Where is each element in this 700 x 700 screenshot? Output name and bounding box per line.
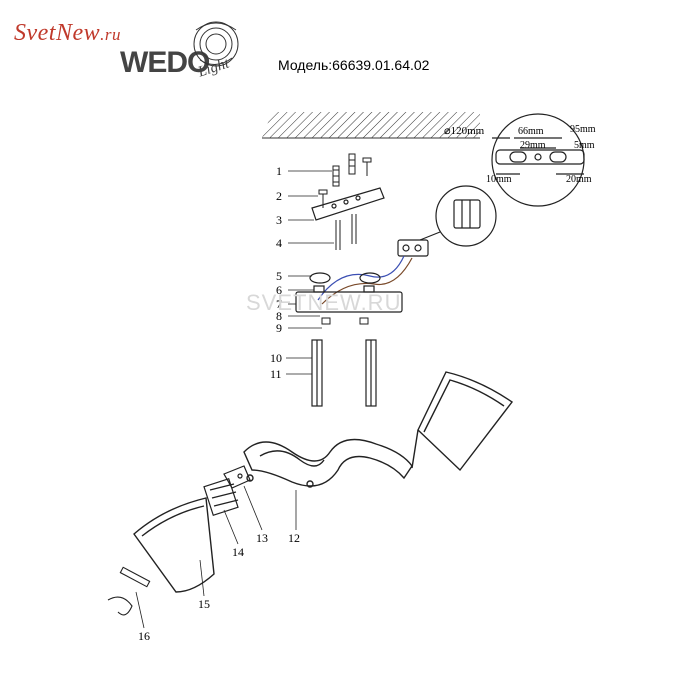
part-12-arm <box>243 438 413 488</box>
wire-blue <box>317 255 405 301</box>
watermark: SVETNEW.RU <box>246 290 402 315</box>
brand-script-suffix: .ru <box>100 25 122 44</box>
part-label-4: 4 <box>276 236 282 250</box>
part-label-10: 10 <box>270 351 282 365</box>
detail-callout <box>491 113 585 207</box>
ceiling-hatch <box>262 112 480 139</box>
part-label-5: 5 <box>276 269 282 283</box>
part-13-holder <box>223 465 251 489</box>
dimension-20: 20mm <box>566 174 592 185</box>
brand-script-logo: SvetNew.ru <box>14 20 121 47</box>
brand-script-main: SvetNew <box>14 20 101 46</box>
dimension-diameter: ⌀120mm <box>444 125 485 137</box>
dimension-10: 10mm <box>486 174 512 185</box>
part-15-shade-left <box>133 497 215 593</box>
part-label-11: 11 <box>270 367 282 381</box>
part-label-14: 14 <box>232 545 244 559</box>
part-label-3: 3 <box>276 213 282 227</box>
dimension-66: 66mm <box>518 126 544 137</box>
part-label-7: 7 <box>276 297 282 311</box>
part-label-8: 8 <box>276 309 282 323</box>
part-label-16: 16 <box>138 629 150 643</box>
part-label-2: 2 <box>276 189 282 203</box>
part-7-canopy <box>295 272 403 313</box>
part-15-shade-right <box>411 371 514 472</box>
part-label-12: 12 <box>288 531 300 545</box>
leader-lines <box>135 170 334 629</box>
logo-swirl <box>193 21 239 67</box>
part-label-15: 15 <box>198 597 210 611</box>
connector-callout <box>419 185 497 247</box>
part-4-anchors <box>335 214 357 250</box>
part-2-bolt <box>318 157 372 208</box>
dimension-5: 5mm <box>574 140 595 151</box>
model-label: Модель:66639.01.64.02 <box>278 57 430 73</box>
dimension-29: 29mm <box>520 140 546 151</box>
part-9-nuts <box>321 317 369 325</box>
terminal-block <box>397 239 429 257</box>
part-label-9: 9 <box>276 321 282 335</box>
part-3-bracket <box>311 187 385 221</box>
part-1-screw-b <box>348 153 356 175</box>
part-16-bulb <box>107 566 151 616</box>
dimension-95: 95mm <box>570 124 596 135</box>
part-label-1: 1 <box>276 164 282 178</box>
part-1-screw <box>332 165 340 187</box>
part-14-socket <box>203 477 239 517</box>
part-10-rods <box>311 339 377 407</box>
part-label-6: 6 <box>276 283 282 297</box>
part-label-13: 13 <box>256 531 268 545</box>
part-labels: 1 2 3 4 5 6 7 8 9 10 11 12 13 14 15 16 <box>138 164 300 643</box>
